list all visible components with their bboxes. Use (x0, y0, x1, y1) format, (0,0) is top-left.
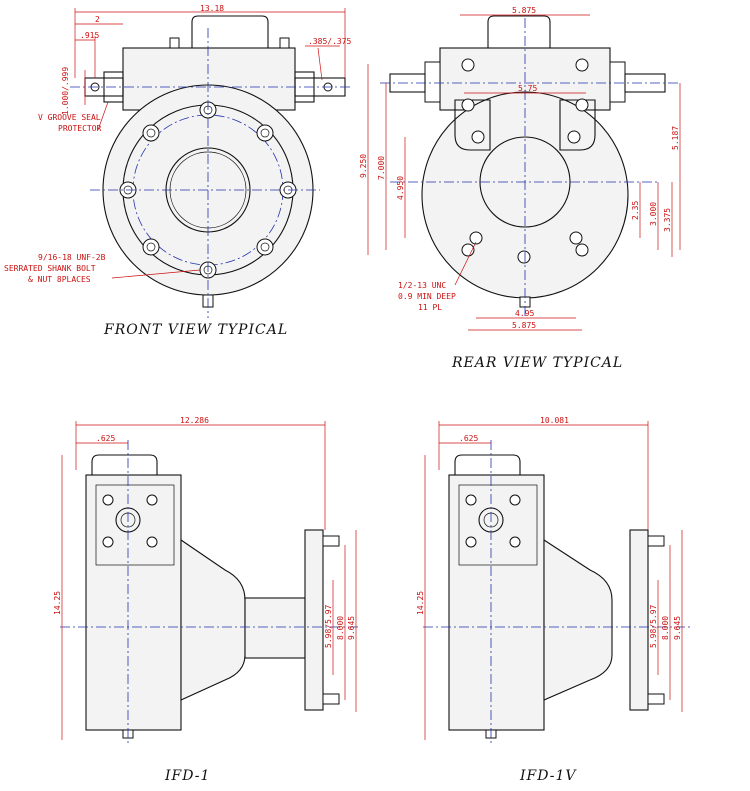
rear-tapped-holes (461, 58, 589, 264)
ifd1v-caption: IFD-1V (519, 768, 577, 784)
front-top-cover (191, 15, 269, 48)
ifd1v-bearing-plate (458, 484, 538, 566)
rear-top-cover (487, 15, 551, 48)
rear-lug-left (454, 99, 491, 151)
rear-dim-925: 9.250 (359, 154, 368, 178)
front-input-shaft-right (294, 77, 346, 97)
ifd1v-dim-bc: 8.000 (661, 616, 670, 640)
ifd1v-side-view: 10.081 .625 14.25 5.98/5.97 8.000 9.645 … (416, 416, 690, 784)
ifd1-caption: IFD-1 (164, 768, 210, 784)
ifd1-side-view: 12.286 .625 14.25 5.98/5.97 8.000 9.645 … (53, 416, 360, 784)
front-seal-left (103, 71, 124, 103)
ifd1-dim-bc: 8.000 (336, 616, 345, 640)
rear-dim-top: 5.875 (512, 6, 536, 15)
rear-dim-235: 2.35 (631, 201, 640, 220)
rear-seal-left (424, 61, 441, 103)
front-note-bolt-3: & NUT 8PLACES (28, 275, 91, 284)
rear-dim-3000: 3.000 (649, 202, 658, 226)
rear-dim-5187: 5.187 (671, 126, 680, 150)
ifd1-dim-pilot: 5.98/5.97 (324, 604, 333, 648)
front-view: 13.18 2 .915 .385/.375 1.000/.999 V GROO… (4, 4, 352, 338)
ifd1v-dim-overall: 10.081 (540, 416, 569, 425)
ifd1-cone (180, 538, 246, 701)
front-note-bolt-1: 9/16-18 UNF-2B (38, 253, 106, 262)
ifd1v-dim-od: 9.645 (673, 616, 682, 640)
ifd1-extension (244, 597, 306, 659)
ifd1v-dim-pilot: 5.98/5.97 (649, 604, 658, 648)
front-note-seal-2: PROTECTOR (58, 124, 102, 133)
ifd1-top-cover (91, 454, 158, 475)
rear-dim-495: 4.950 (396, 176, 405, 200)
front-top-bolt-left (169, 37, 180, 49)
rear-note-tap-2: 0.9 MIN DEEP (398, 292, 456, 301)
rear-seal-right (609, 61, 626, 103)
ifd1-dim-overall: 12.286 (180, 416, 209, 425)
rear-dim-3375: 3.375 (663, 208, 672, 232)
front-note-bolt-2: SERRATED SHANK BOLT (4, 264, 96, 273)
front-note-seal-1: V GROOVE SEAL (38, 113, 101, 122)
ifd1v-top-cover (454, 454, 521, 475)
front-dim-offset: 2 (95, 15, 100, 24)
ifd1v-dim-height: 14.25 (416, 591, 425, 615)
ifd1-dim-height: 14.25 (53, 591, 62, 615)
ifd1-bearing-plate (95, 484, 175, 566)
rear-dim-bottom-495: 4.95 (515, 309, 534, 318)
rear-view-caption: REAR VIEW TYPICAL (451, 355, 623, 371)
ifd1v-output-flange (629, 529, 649, 711)
ifd1v-flange-bolts (647, 535, 665, 705)
rear-dim-575: 5.75 (518, 84, 537, 93)
ifd1-dim-offset: .625 (96, 434, 115, 443)
rear-dim-bottom-5875: 5.875 (512, 321, 536, 330)
front-top-bolt-right (279, 37, 290, 49)
rear-view: 5.875 5.75 9.250 7.000 4.950 5.187 2.35 … (359, 6, 681, 371)
ifd1v-cone (543, 538, 613, 701)
ifd1-housing (85, 474, 182, 731)
front-flange-bolts (119, 101, 297, 279)
front-view-caption: FRONT VIEW TYPICAL (103, 322, 288, 338)
rear-dim-700: 7.000 (377, 156, 386, 180)
ifd1v-dim-offset: .625 (459, 434, 478, 443)
ifd1-dim-od: 9.645 (347, 616, 356, 640)
ifd1v-housing (448, 474, 545, 731)
rear-note-tap-3: 11 PL (418, 303, 442, 312)
rear-note-tap-1: 1/2-13 UNC (398, 281, 446, 290)
front-dim-shaft-dia: 1.000/.999 (61, 67, 70, 115)
rear-lug-right (559, 99, 596, 151)
front-dim-915: .915 (80, 31, 99, 40)
ifd1-output-flange (304, 529, 324, 711)
front-dim-overall: 13.18 (200, 4, 224, 13)
front-dim-keyway: .385/.375 (308, 37, 352, 46)
ifd1-flange-bolts (322, 535, 340, 705)
